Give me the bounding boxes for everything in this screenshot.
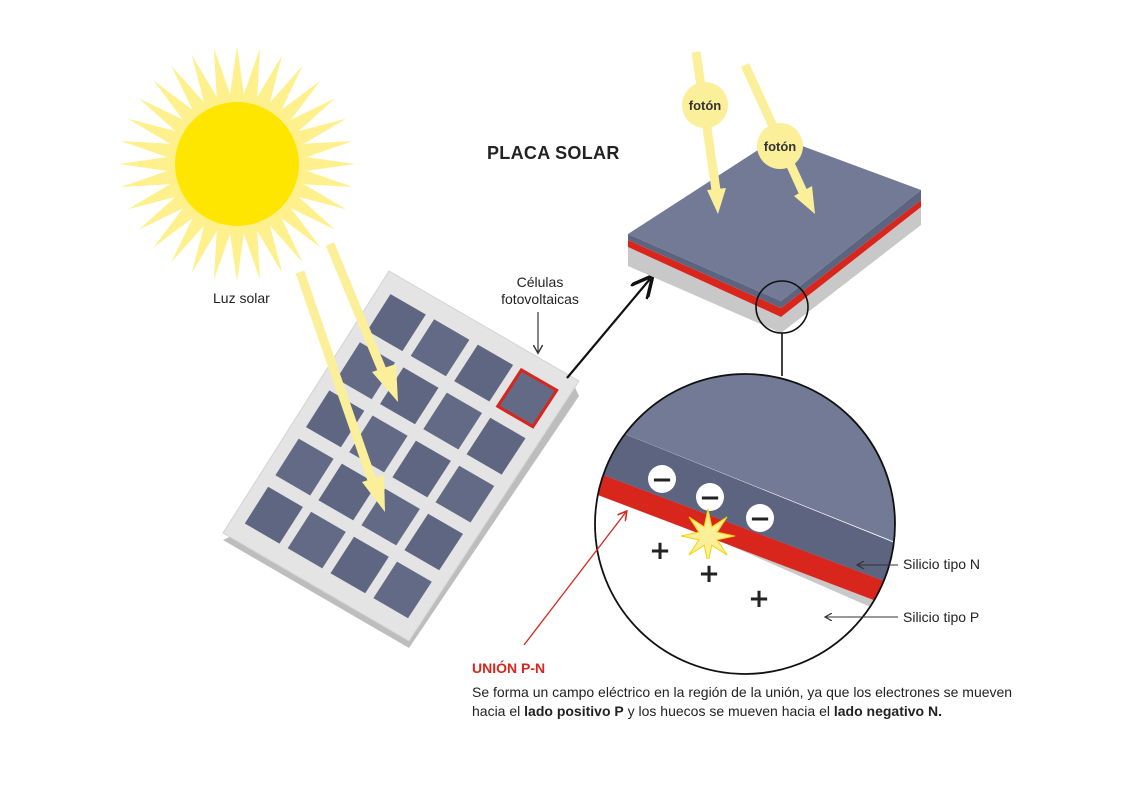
- panel-cell: [435, 465, 495, 523]
- n-type-label: Silicio tipo N: [903, 556, 981, 572]
- panel-cell: [392, 440, 451, 498]
- svg-text:+: +: [698, 559, 720, 589]
- sun-icon: [119, 46, 355, 282]
- svg-text:−: −: [749, 504, 771, 534]
- panel-cell: [318, 463, 377, 521]
- panel-cell: [275, 438, 334, 496]
- panel-cell: [367, 294, 426, 352]
- panel-cell: [244, 486, 303, 544]
- zoom-arrow: [566, 279, 650, 379]
- solar-panel: [222, 270, 580, 648]
- photon-2-icon: fotón: [757, 123, 803, 169]
- photon-1-icon: fotón: [682, 82, 728, 128]
- junction-title: UNIÓN P-N: [472, 660, 546, 676]
- highlighted-cell: [495, 367, 559, 429]
- sun-rays: [295, 242, 398, 512]
- page-title: PLACA SOLAR: [487, 143, 620, 163]
- electron-icon: −: [696, 483, 724, 513]
- panel-cell: [287, 511, 346, 569]
- p-type-label: Silicio tipo P: [903, 609, 980, 625]
- svg-text:+: +: [748, 584, 770, 614]
- panel-cell: [454, 344, 514, 402]
- panel-cell: [410, 319, 470, 377]
- panel-cell: [361, 488, 420, 546]
- svg-text:+: +: [649, 536, 671, 566]
- spark-icon: [680, 508, 736, 564]
- panel-cell: [423, 392, 482, 450]
- zoomed-junction-view: − − − + + +: [594, 373, 896, 675]
- photon-1-label: fotón: [689, 98, 722, 113]
- panel-cell: [373, 561, 432, 619]
- cells-label: Células fotovoltaicas: [501, 274, 579, 307]
- electron-icon: −: [746, 504, 774, 534]
- junction-pointer: [523, 512, 626, 646]
- panel-cell: [404, 513, 463, 571]
- panel-cell: [330, 536, 389, 594]
- svg-text:−: −: [699, 483, 721, 513]
- electron-icon: −: [648, 465, 676, 495]
- panel-cell: [466, 417, 526, 475]
- photon-2-label: fotón: [764, 139, 797, 154]
- svg-text:−: −: [651, 465, 673, 495]
- hole-icon: +: [745, 584, 773, 614]
- hole-icon: +: [646, 536, 674, 566]
- sun-label: Luz solar: [213, 290, 270, 306]
- solar-cell-block: [628, 137, 921, 333]
- junction-description: Se forma un campo eléctrico en la región…: [472, 684, 1013, 719]
- hole-icon: +: [695, 559, 723, 589]
